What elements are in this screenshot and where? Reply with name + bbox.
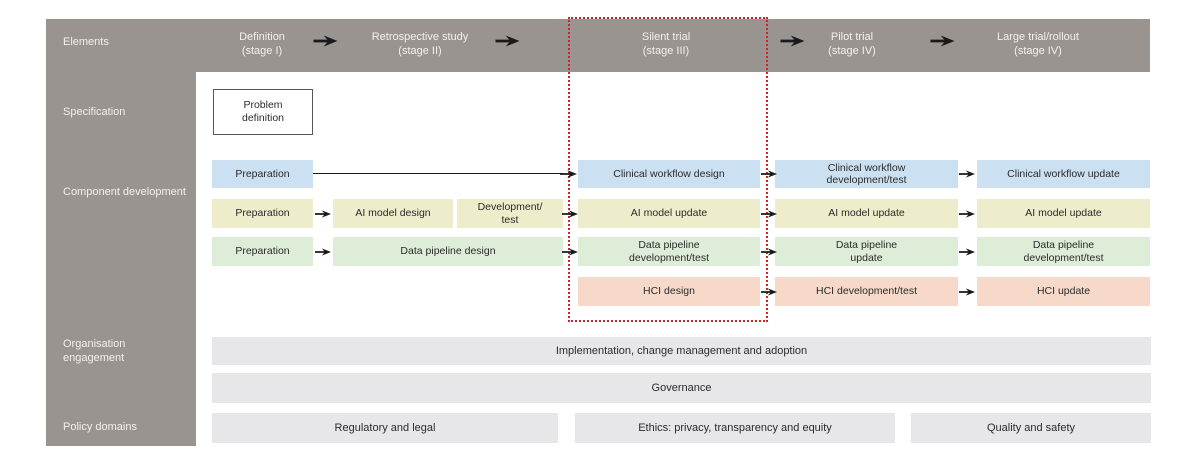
box-data-devtest-large: Data pipeline development/test (977, 237, 1150, 266)
stage-name: Large trial/rollout (997, 31, 1079, 43)
flow-arrow-icon (959, 248, 975, 256)
flow-arrow-icon (761, 170, 777, 178)
sidebar-label-specification: Specification (63, 106, 126, 118)
box-hci-update: HCI update (977, 277, 1150, 306)
box-data-update-pilot: Data pipeline update (775, 237, 958, 266)
box-workflow-preparation: Preparation (212, 160, 313, 188)
flow-arrow-icon (315, 248, 331, 256)
stage-arrow-icon (313, 35, 338, 47)
sidebar-label-policy-domains: Policy domains (63, 421, 137, 433)
sidebar-label-component-development: Component development (63, 186, 186, 198)
flow-arrow-icon (761, 288, 777, 296)
box-data-design: Data pipeline design (333, 237, 563, 266)
stage-name: Silent trial (641, 31, 691, 43)
stage-number: (stage IV) (828, 45, 876, 57)
stage-name: Definition (239, 31, 285, 43)
flow-arrow-icon (959, 170, 975, 178)
box-ai-design: AI model design (333, 199, 453, 228)
sidebar-label-organisation-engagement: Organisation engagement (63, 338, 126, 364)
bar-regulatory: Regulatory and legal (212, 413, 558, 443)
stage-name: Pilot trial (830, 31, 874, 43)
bar-quality: Quality and safety (911, 413, 1151, 443)
flow-arrow-icon (761, 248, 777, 256)
problem-definition-box: Problem definition (213, 89, 313, 135)
header-band (46, 19, 1150, 72)
stage-label-large-trial-rollout: Large trial/rollout (stage IV) (997, 30, 1079, 58)
flow-arrow-icon (959, 210, 975, 218)
bar-governance: Governance (212, 373, 1151, 403)
stage-number: (stage I) (241, 45, 283, 57)
flow-arrow-icon (562, 210, 578, 218)
box-ai-devtest: Development/ test (457, 199, 563, 228)
box-hci-devtest: HCI development/test (775, 277, 958, 306)
box-workflow-update: Clinical workflow update (977, 160, 1150, 188)
stage-number: (stage II) (398, 45, 442, 57)
stage-arrow-icon (930, 35, 955, 47)
box-ai-update-pilot: AI model update (775, 199, 958, 228)
box-ai-update-silent: AI model update (578, 199, 760, 228)
stage-label-pilot-trial: Pilot trial (stage IV) (828, 30, 876, 58)
stage-number: (stage III) (642, 45, 690, 57)
box-data-devtest-silent: Data pipeline development/test (578, 237, 760, 266)
flow-arrow-icon (315, 210, 331, 218)
bar-ethics: Ethics: privacy, transparency and equity (575, 413, 895, 443)
stage-label-retrospective-study: Retrospective study (stage II) (372, 30, 469, 58)
stage-number: (stage IV) (1014, 45, 1062, 57)
box-ai-update-large: AI model update (977, 199, 1150, 228)
stage-name: Retrospective study (371, 31, 469, 43)
sidebar-band (46, 19, 196, 446)
stage-label-silent-trial: Silent trial (stage III) (642, 30, 690, 58)
stage-label-definition: Definition (stage I) (239, 30, 285, 58)
bar-implementation: Implementation, change management and ad… (212, 337, 1151, 365)
stage-arrow-icon (780, 35, 805, 47)
flow-arrow-icon (562, 248, 578, 256)
stage-arrow-icon (495, 35, 520, 47)
flow-arrow-icon (761, 210, 777, 218)
box-workflow-design: Clinical workflow design (578, 160, 760, 188)
box-data-preparation: Preparation (212, 237, 313, 266)
flow-arrow-icon (560, 170, 577, 178)
box-workflow-devtest: Clinical workflow development/test (775, 160, 958, 188)
box-ai-preparation: Preparation (212, 199, 313, 228)
box-hci-design: HCI design (578, 277, 760, 306)
sidebar-label-elements: Elements (63, 36, 109, 48)
flow-line (313, 173, 563, 174)
flow-arrow-icon (959, 288, 975, 296)
